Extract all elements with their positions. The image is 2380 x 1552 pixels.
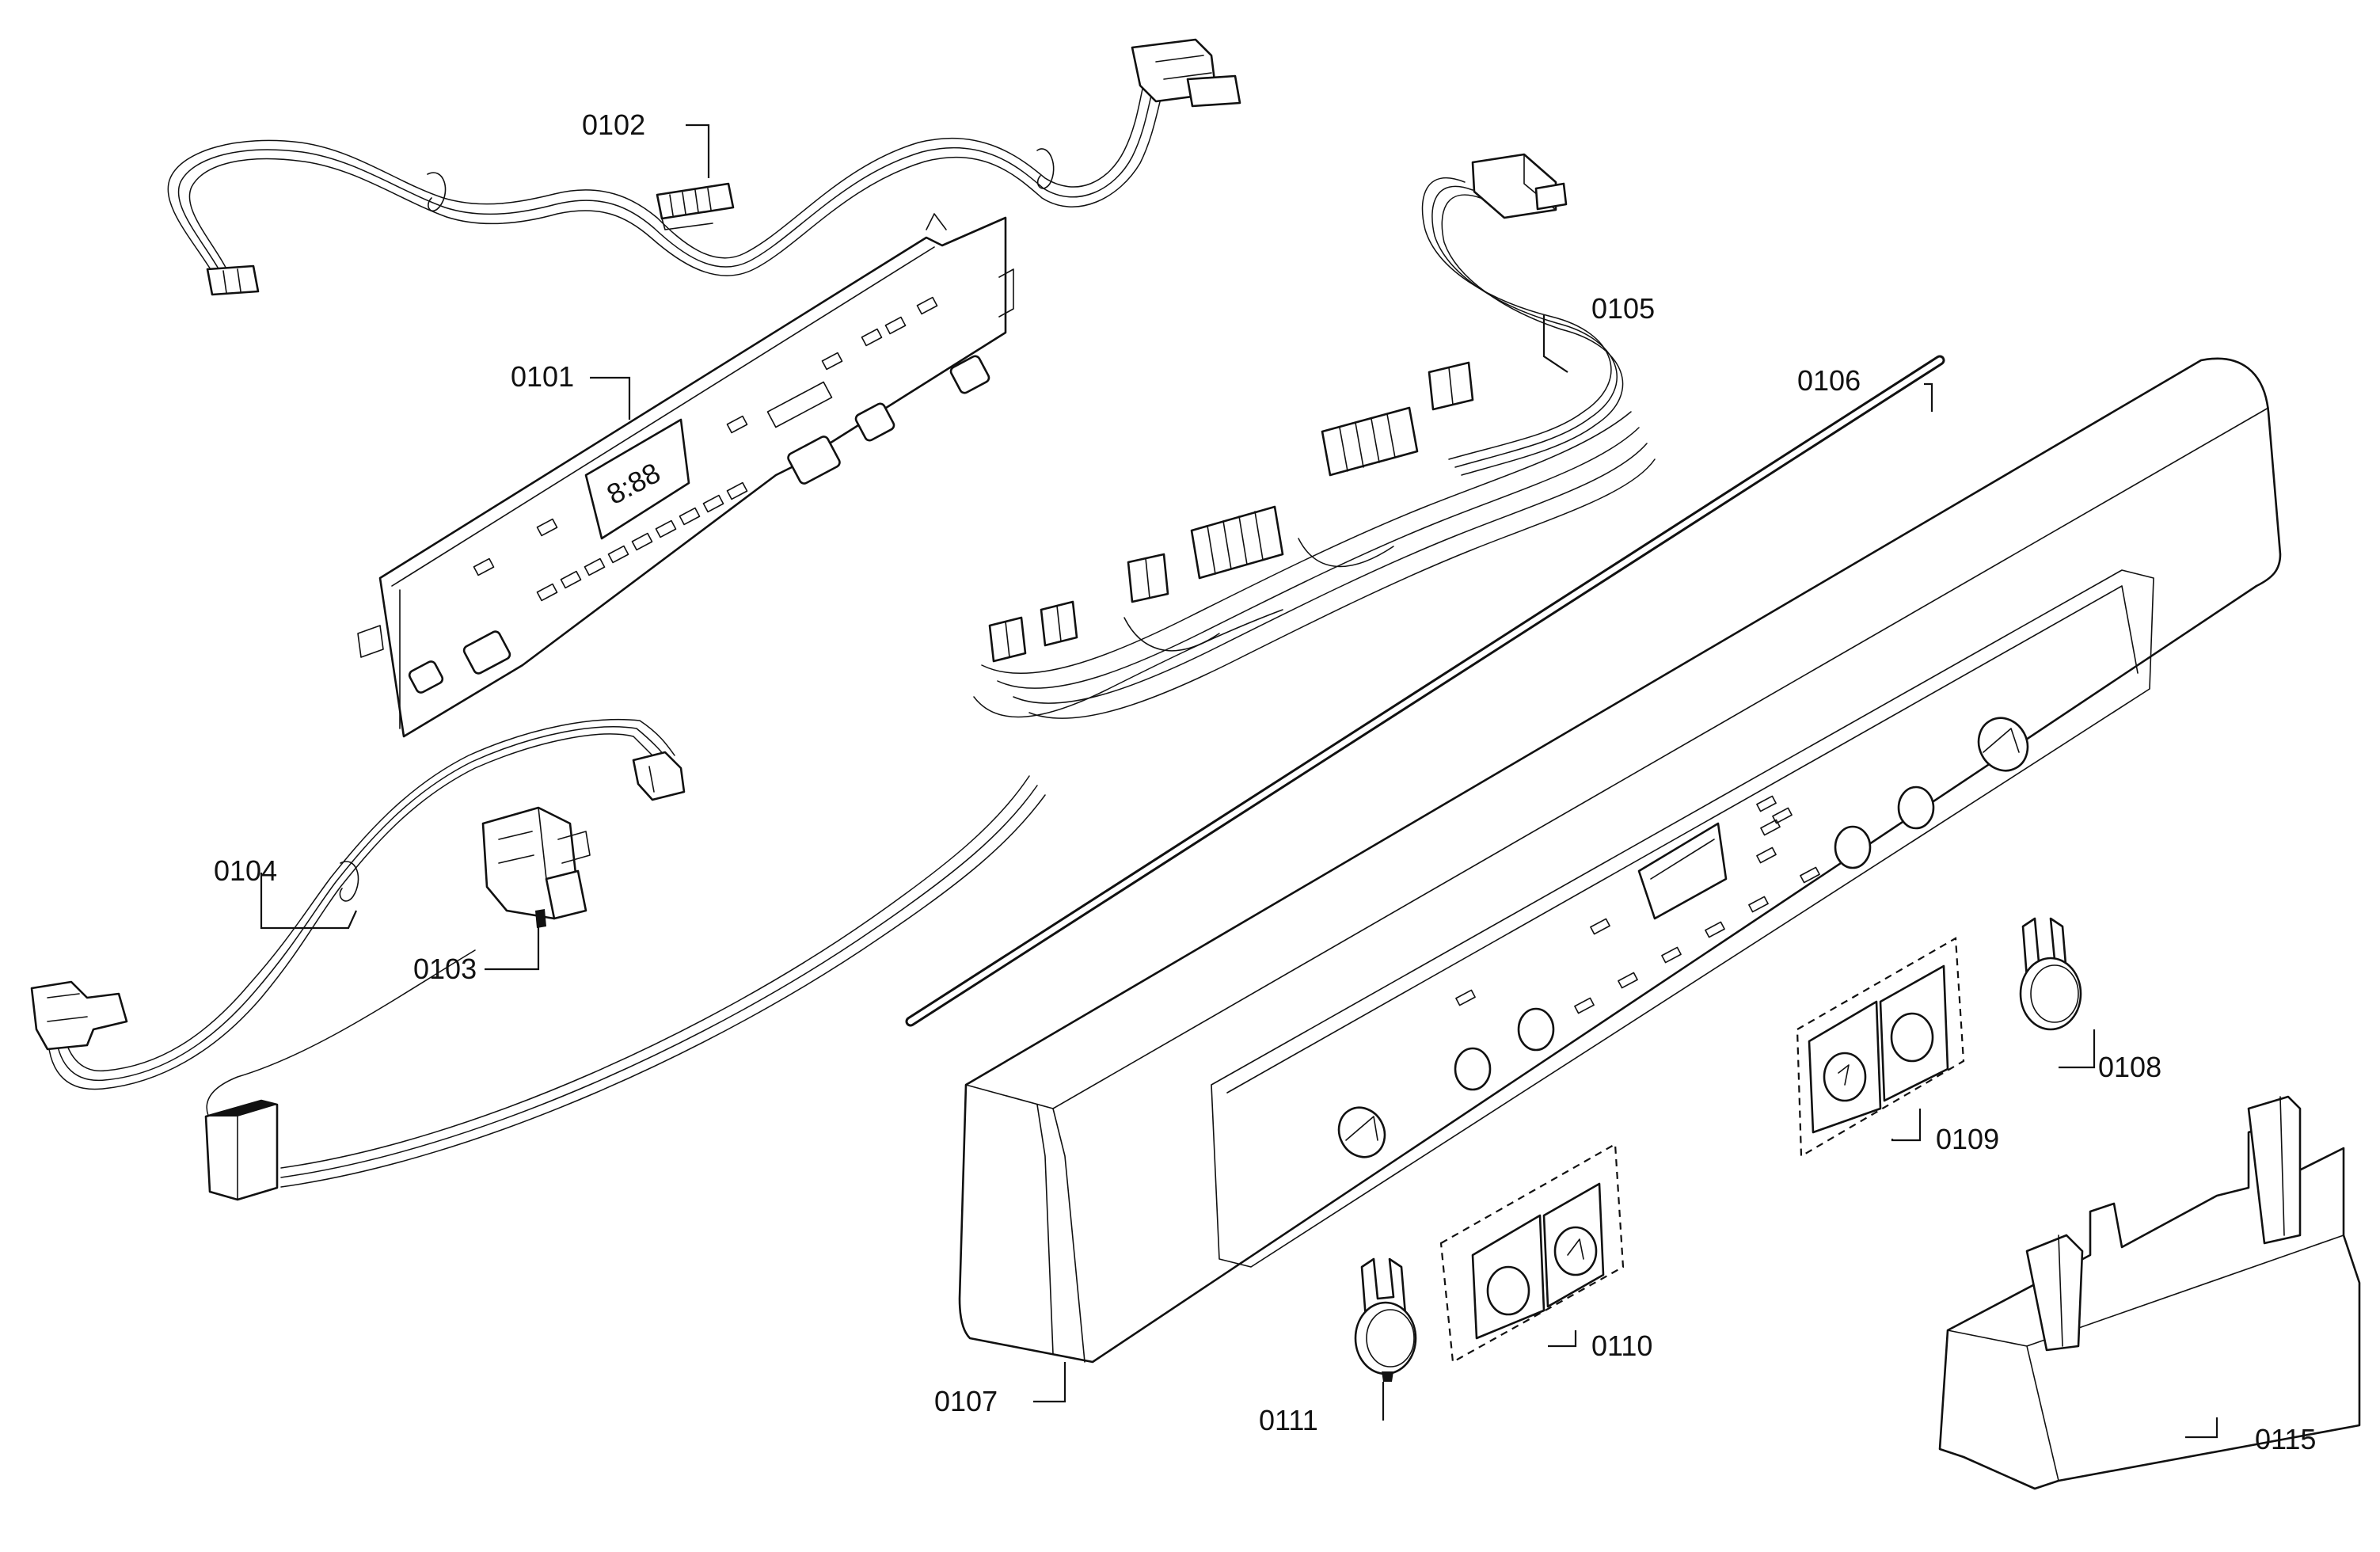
board-leds xyxy=(473,296,938,602)
label-0115: 0115 xyxy=(2255,1423,2316,1455)
switch-0103 xyxy=(481,806,591,928)
connector-top-0104 xyxy=(632,751,686,801)
connector-left-0102 xyxy=(206,264,260,296)
label-0104: 0104 xyxy=(214,854,277,887)
knob-0108 xyxy=(2019,917,2082,1031)
label-0107: 0107 xyxy=(934,1385,998,1417)
board-buttons xyxy=(408,355,990,694)
connector-block-0104 xyxy=(204,1099,279,1201)
label-0110: 0110 xyxy=(1591,1329,1652,1362)
control-panel-0107 xyxy=(958,357,2282,1364)
wire-harness-0105 xyxy=(973,153,1656,719)
gasket-seal-0106 xyxy=(905,355,1945,1027)
part-labels: 0102 0101 0105 0106 0104 0103 0107 0111 … xyxy=(214,108,2316,1455)
connector-multi-a-0105 xyxy=(1321,406,1419,477)
label-0109: 0109 xyxy=(1936,1123,1999,1155)
wire-harness-0104 xyxy=(30,718,1046,1201)
connector-center-0102 xyxy=(656,182,735,230)
label-0102: 0102 xyxy=(582,108,645,141)
connector-top-0105 xyxy=(1471,153,1568,219)
label-0101: 0101 xyxy=(511,360,574,393)
connectors-small-0105 xyxy=(988,361,1474,663)
button-set-0110 xyxy=(1439,1143,1625,1364)
label-0108: 0108 xyxy=(2098,1051,2161,1083)
connector-top-0102 xyxy=(1131,38,1241,108)
label-0105: 0105 xyxy=(1591,292,1655,325)
knob-0111 xyxy=(1354,1257,1417,1382)
leader-lines xyxy=(260,124,2218,1439)
panel-slots xyxy=(1455,795,1820,1014)
panel-holes xyxy=(1337,717,2029,1158)
label-0103: 0103 xyxy=(413,953,477,985)
label-0106: 0106 xyxy=(1797,364,1861,397)
bracket-0115 xyxy=(1938,1095,2361,1490)
wire-harness-0102 xyxy=(167,38,1241,296)
button-set-0109 xyxy=(1796,937,1965,1158)
connector-left-0104 xyxy=(30,980,128,1051)
connector-multi-b-0105 xyxy=(1190,505,1284,580)
control-board-0101: 8:88 xyxy=(357,213,1014,738)
label-0111: 0111 xyxy=(1259,1404,1318,1436)
lcd-display: 8:88 xyxy=(584,418,690,540)
